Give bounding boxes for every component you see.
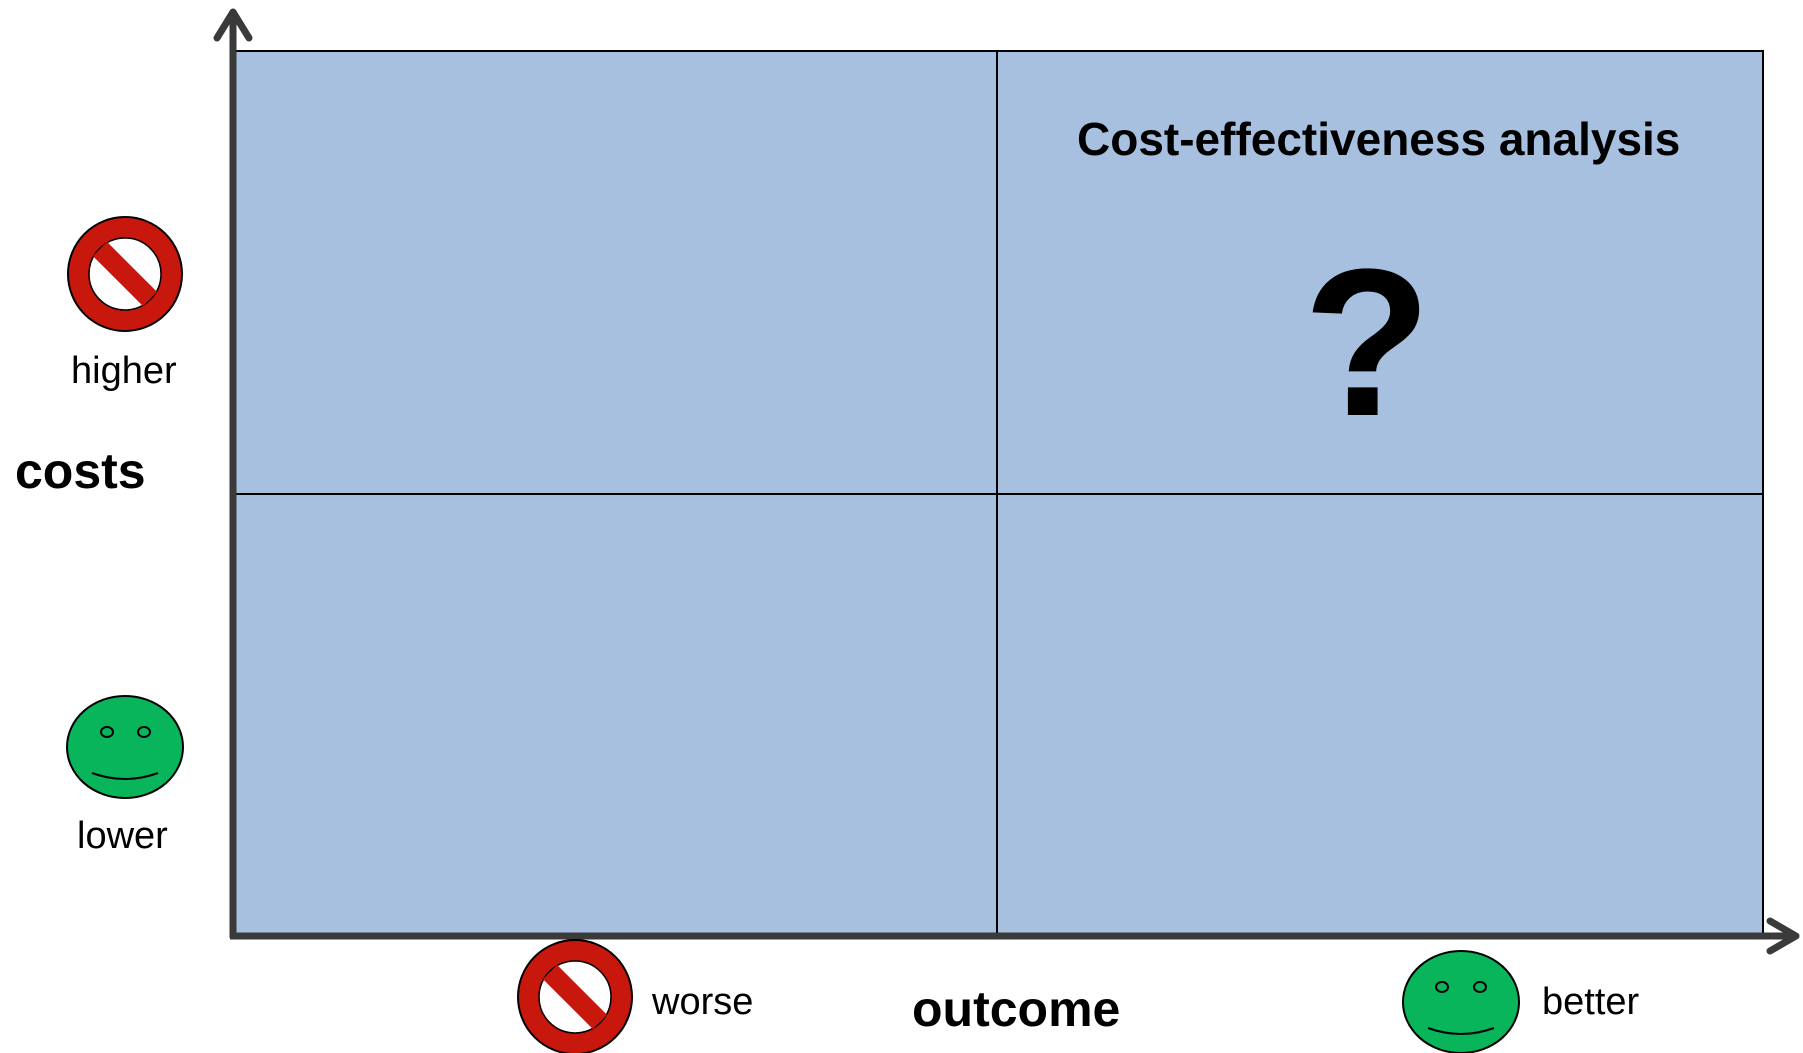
x-axis-high-label: better [1542,981,1640,1023]
y-axis-high-label: higher [71,350,177,392]
smiley-face-icon [66,695,184,799]
quadrant-bottom-left [233,493,998,935]
x-axis-title: outcome [912,981,1121,1037]
smiley-face-icon [1402,950,1520,1053]
question-mark-symbol: ? [1303,225,1432,460]
y-axis-arrow [213,8,253,938]
x-axis-arrow [230,917,1800,955]
quadrant-top-left [233,50,998,495]
quadrant-bottom-right [996,493,1764,935]
quadrant-top-right-title: Cost-effectiveness analysis [1077,113,1681,165]
quadrant-top-right [996,50,1764,495]
x-axis-low-label: worse [652,981,754,1023]
prohibited-icon [67,216,183,332]
prohibited-icon [517,939,633,1053]
y-axis-title: costs [15,443,146,499]
y-axis-low-label: lower [77,815,168,857]
